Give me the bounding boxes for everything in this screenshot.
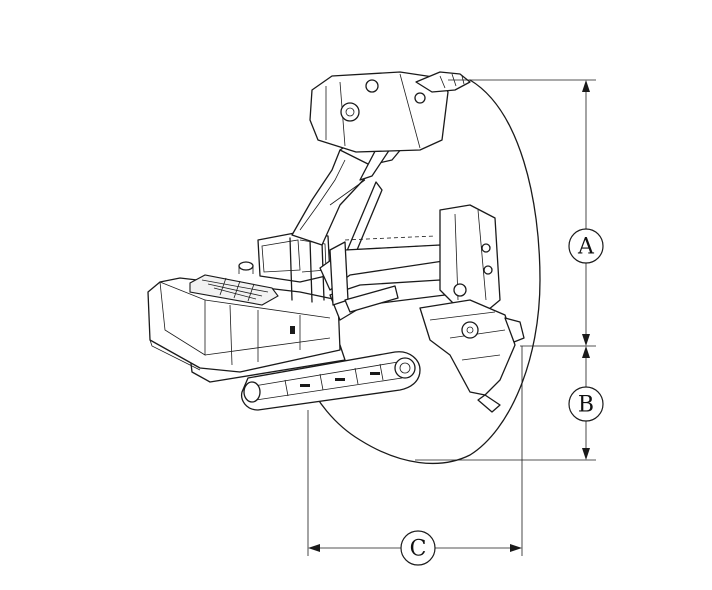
- dimension-label-c: C: [400, 530, 436, 566]
- lowered-attachment: [419, 204, 525, 413]
- excavator-drawing: [147, 71, 525, 413]
- operator-cab: [257, 231, 331, 303]
- dimension-label-a-text: A: [577, 235, 595, 260]
- raised-attachment: [309, 71, 471, 153]
- working-range-envelope: [304, 79, 541, 464]
- dimension-label-b: B: [568, 386, 604, 422]
- front-track: [240, 351, 421, 411]
- dimension-lines: [307, 79, 596, 556]
- dimension-label-b-text: B: [578, 393, 594, 418]
- dimension-label-a: A: [568, 228, 604, 264]
- dimension-label-c-text: C: [410, 537, 427, 562]
- upper-body: [147, 261, 341, 373]
- lowered-boom: [319, 235, 451, 321]
